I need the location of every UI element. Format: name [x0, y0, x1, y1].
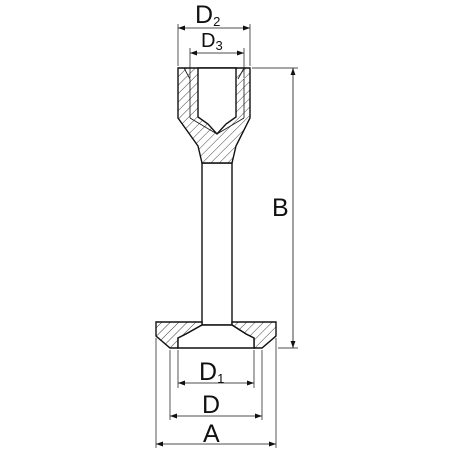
dimension-d3: D3	[189, 30, 245, 78]
socket-bore	[197, 67, 237, 136]
label-d2: D2	[195, 1, 220, 29]
label-d3: D3	[201, 30, 223, 53]
dimension-b: B	[252, 67, 298, 349]
label-d: D	[202, 391, 220, 419]
label-a: A	[203, 420, 220, 448]
label-d1: D1	[199, 358, 224, 386]
part-body	[155, 67, 277, 349]
dimension-a: A	[155, 338, 277, 448]
label-b: B	[272, 194, 289, 222]
dimension-d1: D1	[177, 350, 255, 388]
dimension-d: D	[169, 350, 263, 420]
dimension-d2: D2	[177, 1, 251, 66]
stem	[201, 162, 233, 326]
